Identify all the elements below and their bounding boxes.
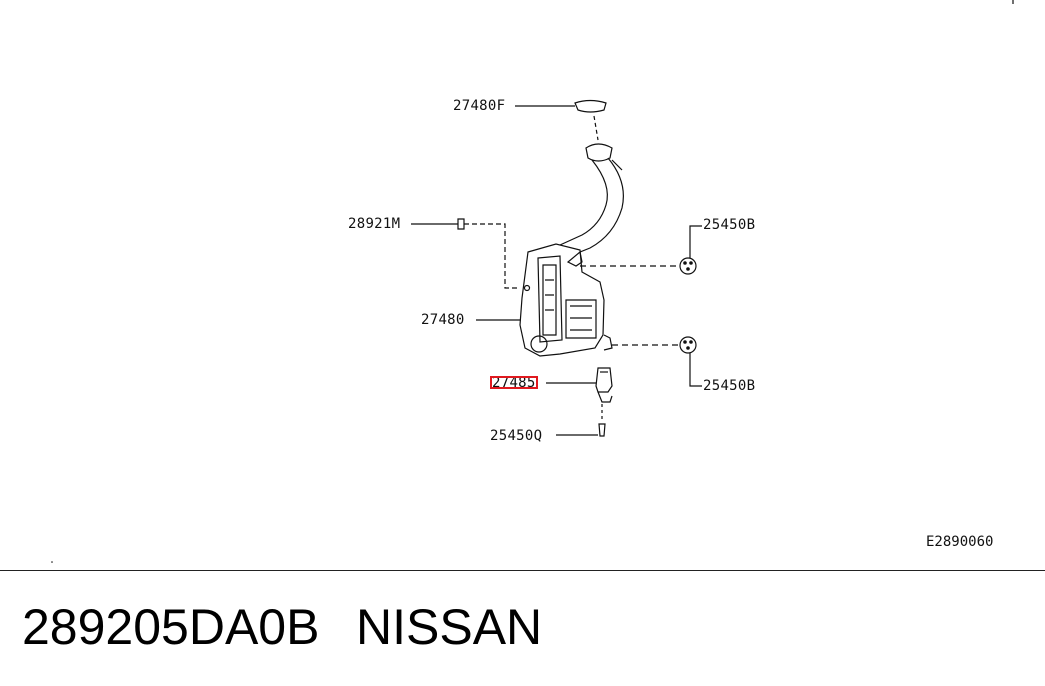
clip-lower-part: [612, 336, 702, 387]
part-number: 289205DA0B: [22, 599, 320, 655]
callout-25450B-upper: 25450B: [703, 217, 756, 233]
grommet-part: [411, 218, 520, 289]
clip-upper-part: [580, 225, 702, 275]
callout-27480F: 27480F: [453, 98, 506, 114]
callout-27480: 27480: [421, 312, 465, 328]
callout-25450B-lower: 25450B: [703, 378, 756, 394]
diagram-reference-code: E2890060: [926, 534, 994, 550]
callout-28921M: 28921M: [348, 216, 401, 232]
callout-25450Q: 25450Q: [490, 428, 543, 444]
parts-diagram: [51, 0, 1014, 563]
pump-part: [546, 367, 613, 403]
filler-cap-part: [515, 99, 607, 141]
reservoir-tank-part: [476, 243, 613, 357]
brand-name: NISSAN: [356, 599, 543, 655]
footer-divider: [0, 570, 1045, 571]
screw-part: [556, 404, 606, 437]
callout-highlight-box: [490, 376, 538, 389]
filler-neck-part: [559, 143, 624, 257]
